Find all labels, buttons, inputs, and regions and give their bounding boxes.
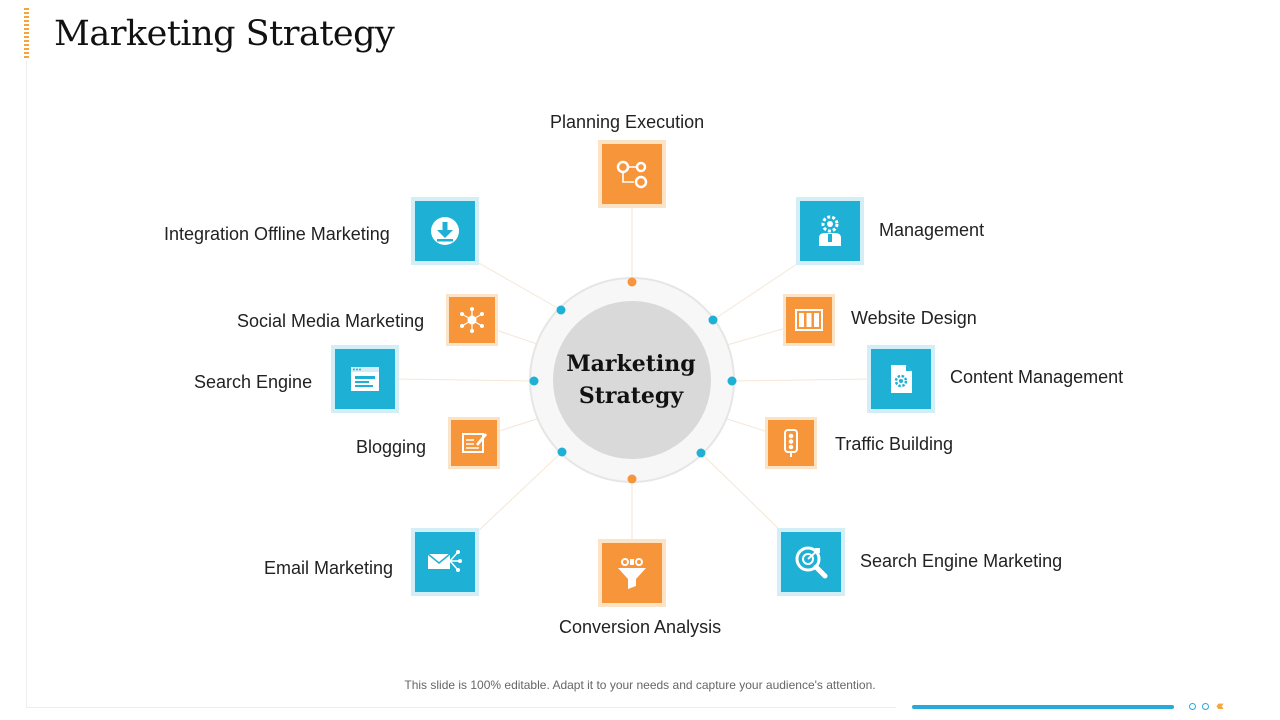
frame-line (26, 707, 896, 708)
website-design-tile (786, 297, 832, 343)
nav-dot[interactable] (1189, 703, 1196, 710)
node-label-search-engine-marketing: Search Engine Marketing (860, 551, 1063, 571)
node-label-management: Management (879, 220, 985, 240)
planning-execution-tile (602, 144, 662, 204)
frame-line (26, 60, 27, 708)
node-label-blogging: Blogging (356, 437, 427, 457)
node-label-integration-offline-marketing: Integration Offline Marketing (164, 224, 390, 244)
node-label-content-management: Content Management (950, 367, 1124, 387)
download-arrow-icon (431, 217, 459, 245)
browser-window-icon (351, 367, 379, 391)
manager-gear-icon (819, 215, 841, 246)
hub-title-line: Marketing (566, 351, 696, 377)
website-columns-icon (795, 309, 823, 331)
title-accent-bar (24, 8, 29, 58)
email-network-icon (427, 550, 462, 572)
node-label-conversion-analysis: Conversion Analysis (559, 617, 722, 637)
node-label-search-engine: Search Engine (194, 372, 313, 392)
node-label-email-marketing: Email Marketing (264, 558, 394, 578)
hub-center-circle (553, 301, 711, 459)
document-gear-icon (891, 365, 912, 393)
target-magnifier-icon (795, 546, 828, 579)
traffic-light-icon (784, 429, 798, 457)
gears-flow-icon (616, 160, 648, 189)
integration-offline-marketing-tile (415, 201, 475, 261)
funnel-icon (618, 558, 646, 589)
hub-title: Marketing Strategy (552, 348, 710, 412)
email-marketing-tile (415, 532, 475, 592)
search-engine-tile (335, 349, 395, 409)
footer-note: This slide is 100% editable. Adapt it to… (404, 678, 876, 692)
progress-bar (912, 705, 1174, 709)
blogging-tile (451, 420, 497, 466)
social-media-marketing-tile (449, 297, 495, 343)
conversion-analysis-tile (602, 543, 662, 603)
connector-dots (529, 277, 737, 484)
blog-pen-icon (462, 433, 487, 453)
page-title: Marketing Strategy (54, 14, 395, 54)
node-label-planning-execution: Planning Execution (550, 112, 705, 132)
nav-dot[interactable] (1202, 703, 1209, 710)
content-management-tile (871, 349, 931, 409)
nav-back-arrows-icon[interactable]: ‹‹‹ (1216, 697, 1224, 713)
management-tile (800, 201, 860, 261)
hub-title-line: Strategy (578, 383, 684, 409)
node-label-traffic-building: Traffic Building (835, 434, 954, 454)
node-label-website-design: Website Design (851, 308, 977, 328)
traffic-building-tile (768, 420, 814, 466)
connector-lines (395, 205, 871, 543)
search-engine-marketing-tile (781, 532, 841, 592)
node-label-social-media-marketing: Social Media Marketing (237, 311, 425, 331)
network-hub-icon (460, 307, 484, 333)
